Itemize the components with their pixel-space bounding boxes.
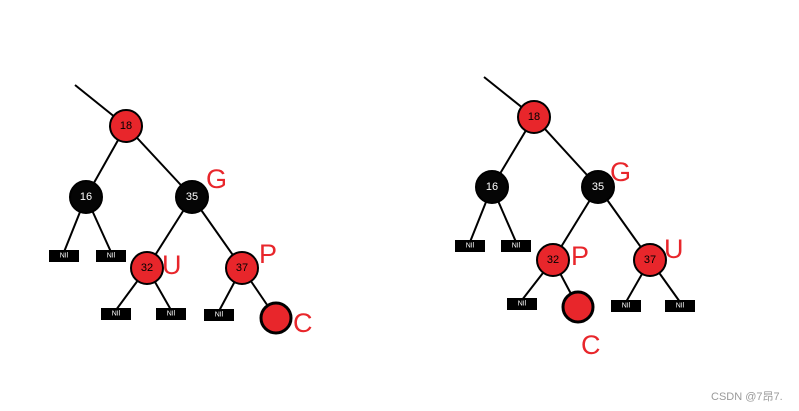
node-key: 32 <box>547 254 559 266</box>
nil-label: NIl <box>107 253 116 260</box>
nil-label: NIl <box>512 243 521 250</box>
role-label-c: C <box>581 330 601 360</box>
tree-node-32: 32 <box>130 251 164 285</box>
role-label-p: P <box>571 241 589 271</box>
node-key: 35 <box>186 191 198 203</box>
nil-leaf: NIl <box>156 308 186 320</box>
role-label-u: U <box>664 234 684 264</box>
tree-node-16: 16 <box>475 170 509 204</box>
node-key: 18 <box>528 111 540 123</box>
nil-leaf: NIl <box>101 308 131 320</box>
node-key: 37 <box>236 262 248 274</box>
inserted-node-c <box>259 301 293 335</box>
nil-leaf: NIl <box>507 298 537 310</box>
nil-label: NIl <box>60 253 69 260</box>
nil-label: NIl <box>518 301 527 308</box>
nil-label: NIl <box>676 303 685 310</box>
nil-leaf: NIl <box>611 300 641 312</box>
role-label-g: G <box>206 164 227 194</box>
node-key: 16 <box>486 181 498 193</box>
tree-node-32: 32 <box>536 243 570 277</box>
tree-node-16: 16 <box>69 180 103 214</box>
nil-leaf: NIl <box>501 240 531 252</box>
node-key: 18 <box>120 120 132 132</box>
tree-node-35: 35 <box>581 170 615 204</box>
nil-leaf: NIl <box>455 240 485 252</box>
nil-label: NIl <box>112 311 121 318</box>
tree-node-18: 18 <box>109 109 143 143</box>
role-label-c: C <box>293 308 313 338</box>
node-key: 35 <box>592 181 604 193</box>
role-label-u: U <box>162 250 182 280</box>
tree-node-37: 37 <box>225 251 259 285</box>
nil-leaf: NIl <box>96 250 126 262</box>
tree-node-18: 18 <box>517 100 551 134</box>
nil-leaf: NIl <box>204 309 234 321</box>
nil-leaf: NIl <box>49 250 79 262</box>
node-key: 37 <box>644 254 656 266</box>
inserted-node-c <box>561 290 595 324</box>
role-label-p: P <box>259 239 277 269</box>
role-label-g: G <box>610 157 631 187</box>
nil-leaf: NIl <box>665 300 695 312</box>
nil-label: NIl <box>167 311 176 318</box>
tree-node-35: 35 <box>175 180 209 214</box>
nil-label: NIl <box>215 312 224 319</box>
node-key: 32 <box>141 262 153 274</box>
nil-label: NIl <box>466 243 475 250</box>
node-key: 16 <box>80 191 92 203</box>
nil-label: NIl <box>622 303 631 310</box>
tree-node-37: 37 <box>633 243 667 277</box>
csdn-watermark: CSDN @7昂7. <box>711 390 783 403</box>
